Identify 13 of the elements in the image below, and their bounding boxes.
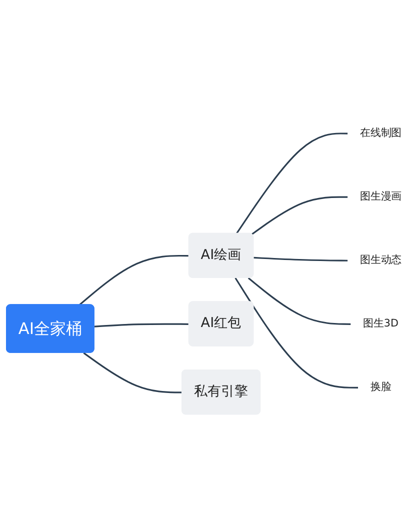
connector [248, 278, 352, 326]
connector [254, 257, 348, 262]
node-text: 图生动态 [360, 254, 402, 266]
connector [234, 278, 359, 389]
node-text: 图生3D [363, 318, 399, 330]
node-text: 换脸 [370, 381, 392, 394]
node-text: 在线制图 [360, 127, 402, 140]
connector [251, 196, 348, 236]
connector [78, 255, 190, 306]
connector [236, 132, 348, 234]
connector [94, 323, 190, 328]
node-text: 图生漫画 [360, 190, 402, 203]
connector [83, 352, 182, 394]
